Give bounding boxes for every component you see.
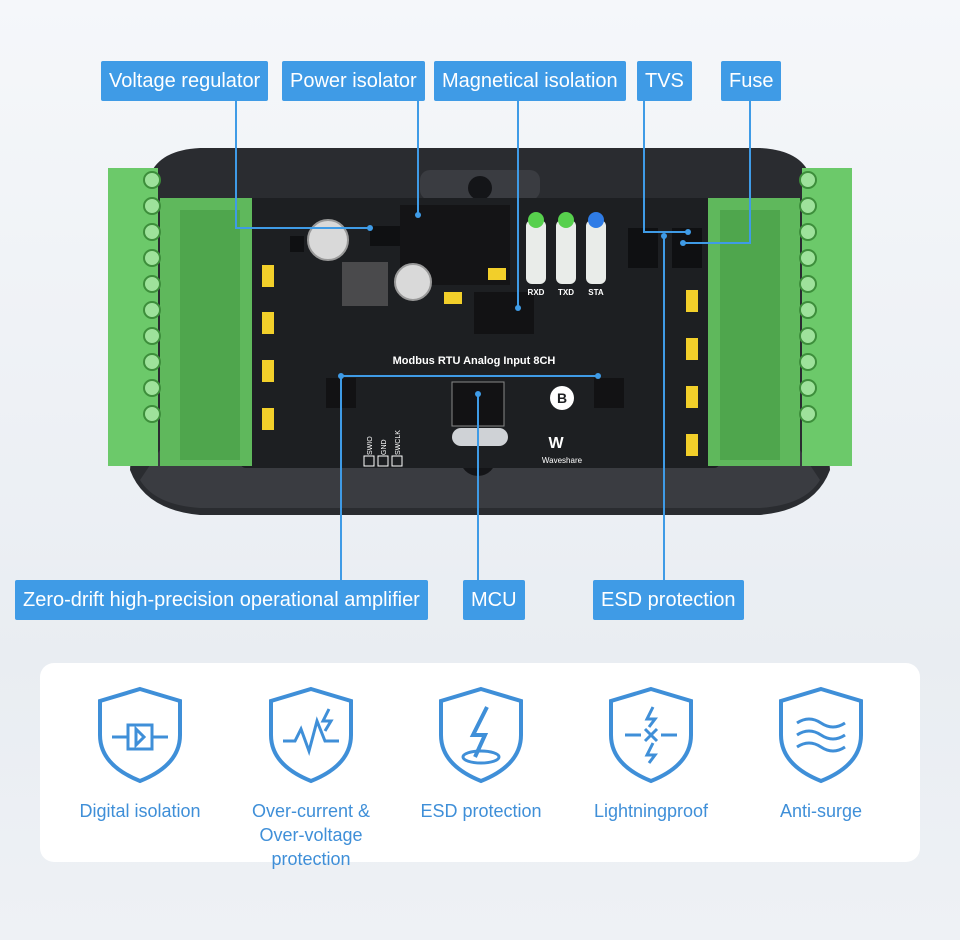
lightning-icon [609,686,693,784]
callout-voltage-regulator: Voltage regulator [101,61,269,101]
opamp-right [594,378,624,408]
feature-over-current: Over-current & Over-voltage protection [226,685,396,871]
digital-isolation-icon [98,686,182,784]
callout-magnetical-isolation: Magnetical isolation [434,61,626,101]
debug-header [363,455,403,467]
terminal-screws-right [799,171,817,423]
feature-label-over-current-line2: Over-voltage protection [259,825,363,869]
brand-text: Waveshare [542,456,583,465]
board-illustration: Modbus RTU Analog Input 8CH RXD TXD STA … [108,100,852,580]
b-logo-letter: B [557,390,567,406]
feature-label-over-current-line1: Over-current & [251,801,371,821]
esd-icon [439,686,523,784]
capacitor-2 [394,263,432,301]
callout-dots [338,212,691,397]
callout-tvs: TVS [637,61,692,101]
features-panel: Digital isolation Over-current & Over-vol… [40,663,920,869]
feature-label-anti-surge: Anti-surge [779,801,863,821]
feature-label-over-current: Over-current & Over-voltage protection [226,799,396,871]
leds [526,212,606,284]
feature-label-lightningproof: Lightningproof [593,801,709,821]
debug-label-swclk: SWCLK [395,430,402,455]
feature-label-digital-isolation: Digital isolation [79,801,201,821]
isolation-chip [474,292,534,334]
feature-anti-surge: Anti-surge [736,685,906,823]
feature-digital-isolation: Digital isolation [55,685,225,823]
led-label-sta: STA [588,288,604,297]
capacitor-1 [307,219,349,261]
led-label-rxd: RXD [528,288,545,297]
over-current-icon [269,686,353,784]
callout-opamp: Zero-drift high-precision operational am… [15,580,428,620]
pcb-title: Modbus RTU Analog Input 8CH [393,355,556,367]
debug-label-swio: SWIO [367,436,374,455]
callout-mcu: MCU [463,580,525,620]
debug-label-gnd: GND [381,439,388,455]
crystal [452,428,508,446]
feature-lightningproof: Lightningproof [566,685,736,823]
terminal-block-right [708,168,852,466]
smd-components [290,226,702,268]
brand-logo-mark: W [548,435,564,452]
terminal-block-left [108,168,252,466]
callout-power-isolator: Power isolator [282,61,425,101]
feature-label-esd-protection: ESD protection [420,801,542,821]
callout-fuse: Fuse [721,61,782,101]
terminal-screws-left [143,171,161,423]
feature-esd-protection: ESD protection [396,685,566,823]
jumpers [262,265,698,456]
led-label-txd: TXD [558,288,574,297]
b-logo [550,386,574,410]
anti-surge-icon [779,686,863,784]
inductor [342,262,388,306]
callout-esd-protection: ESD protection [593,580,744,620]
